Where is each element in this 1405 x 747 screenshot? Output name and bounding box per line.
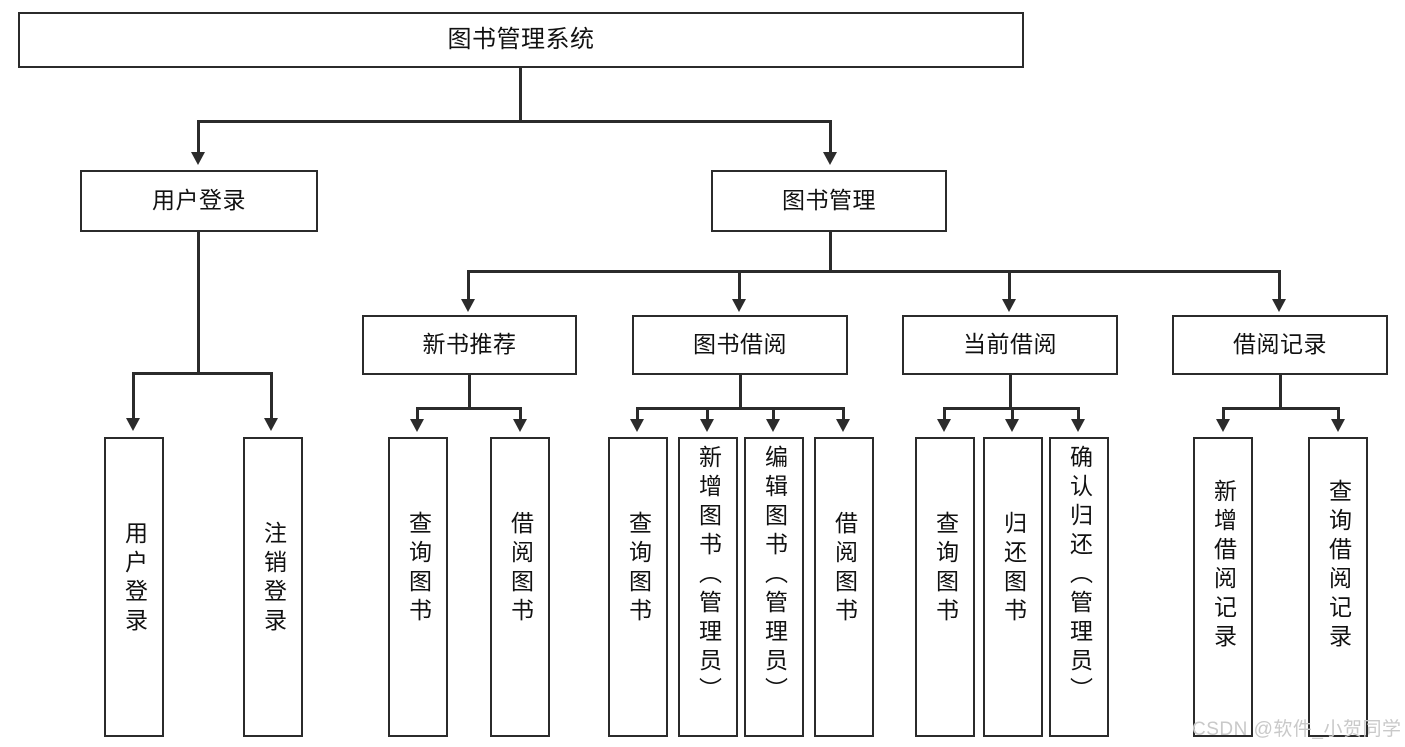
node-label: 注销登录 <box>260 521 287 637</box>
leaf-edit-book-admin[interactable]: 编辑图书（管理员） <box>744 437 804 737</box>
node-label: 查询图书 <box>932 511 959 627</box>
connector-root-stem <box>519 68 522 120</box>
connector-borrow-c1 <box>636 407 639 421</box>
node-label: 借阅记录 <box>1233 331 1327 358</box>
arrow-leaf-query-book-1 <box>410 419 424 432</box>
leaf-confirm-return-admin[interactable]: 确认归还（管理员） <box>1049 437 1109 737</box>
leaf-add-borrow-record[interactable]: 新增借阅记录 <box>1193 437 1253 737</box>
node-label: 查询图书 <box>625 511 652 627</box>
leaf-query-borrow-record[interactable]: 查询借阅记录 <box>1308 437 1368 737</box>
arrow-leaf-query-book-2 <box>630 419 644 432</box>
connector-record-c1 <box>1222 407 1225 421</box>
leaf-logout[interactable]: 注销登录 <box>243 437 303 737</box>
arrow-to-borrow <box>732 299 746 312</box>
connector-borrow-c3 <box>772 407 775 421</box>
arrow-to-current-borrow <box>1002 299 1016 312</box>
node-label: 用户登录 <box>152 187 246 214</box>
arrow-leaf-add-book <box>700 419 714 432</box>
node-label: 新增图书（管理员） <box>695 445 722 706</box>
leaf-query-book-1[interactable]: 查询图书 <box>388 437 448 737</box>
connector-user-login-c2 <box>270 372 273 420</box>
node-label: 新增借阅记录 <box>1210 479 1237 653</box>
connector-user-login-bus <box>132 372 270 375</box>
connector-current-c3 <box>1077 407 1080 421</box>
node-root-system[interactable]: 图书管理系统 <box>18 12 1024 68</box>
arrow-leaf-borrow-book-2 <box>836 419 850 432</box>
leaf-borrow-book-2[interactable]: 借阅图书 <box>814 437 874 737</box>
leaf-add-book-admin[interactable]: 新增图书（管理员） <box>678 437 738 737</box>
arrow-leaf-add-record <box>1216 419 1230 432</box>
node-label: 用户登录 <box>121 521 148 637</box>
connector-to-user-login <box>197 120 200 156</box>
connector-user-login-c1 <box>132 372 135 420</box>
connector-current-c2 <box>1011 407 1014 421</box>
arrow-leaf-query-record <box>1331 419 1345 432</box>
leaf-query-book-3[interactable]: 查询图书 <box>915 437 975 737</box>
connector-to-book-mgmt <box>829 120 832 156</box>
arrow-leaf-query-book-3 <box>937 419 951 432</box>
node-borrow-record[interactable]: 借阅记录 <box>1172 315 1388 375</box>
connector-new-books-c2 <box>519 407 522 421</box>
connector-book-mgmt-stem <box>829 232 832 270</box>
node-label: 查询借阅记录 <box>1325 479 1352 653</box>
arrow-leaf-logout <box>264 418 278 431</box>
connector-borrow-c2 <box>706 407 709 421</box>
node-label: 当前借阅 <box>963 331 1057 358</box>
node-label: 借阅图书 <box>507 511 534 627</box>
connector-to-borrow-record <box>1278 270 1281 302</box>
arrow-to-book-mgmt <box>823 152 837 165</box>
arrow-leaf-return-book <box>1005 419 1019 432</box>
connector-book-mgmt-bus <box>467 270 1280 273</box>
node-label: 图书管理系统 <box>447 25 595 53</box>
connector-borrow-bus <box>636 407 844 410</box>
connector-user-login-stem <box>197 232 200 372</box>
arrow-leaf-borrow-book-1 <box>513 419 527 432</box>
connector-new-books-bus <box>416 407 521 410</box>
leaf-borrow-book-1[interactable]: 借阅图书 <box>490 437 550 737</box>
leaf-return-book[interactable]: 归还图书 <box>983 437 1043 737</box>
connector-current-c1 <box>943 407 946 421</box>
leaf-query-book-2[interactable]: 查询图书 <box>608 437 668 737</box>
arrow-to-borrow-record <box>1272 299 1286 312</box>
node-label: 确认归还（管理员） <box>1066 445 1093 706</box>
connector-record-bus <box>1222 407 1339 410</box>
connector-record-c2 <box>1337 407 1340 421</box>
node-label: 归还图书 <box>1000 511 1027 627</box>
connector-borrow-stem <box>739 375 742 407</box>
node-label: 新书推荐 <box>422 331 517 358</box>
node-label: 图书借阅 <box>693 331 787 358</box>
leaf-user-login[interactable]: 用户登录 <box>104 437 164 737</box>
node-book-borrow[interactable]: 图书借阅 <box>632 315 848 375</box>
arrow-leaf-edit-book <box>766 419 780 432</box>
node-label: 查询图书 <box>405 511 432 627</box>
connector-to-borrow <box>738 270 741 302</box>
connector-new-books-stem <box>468 375 471 407</box>
connector-to-current-borrow <box>1008 270 1011 302</box>
node-user-login[interactable]: 用户登录 <box>80 170 318 232</box>
arrow-leaf-confirm-return <box>1071 419 1085 432</box>
connector-borrow-c4 <box>842 407 845 421</box>
connector-record-stem <box>1279 375 1282 407</box>
connector-current-stem <box>1009 375 1012 407</box>
arrow-to-user-login <box>191 152 205 165</box>
node-new-book-recommend[interactable]: 新书推荐 <box>362 315 577 375</box>
node-label: 编辑图书（管理员） <box>761 445 788 706</box>
connector-new-books-c1 <box>416 407 419 421</box>
arrow-leaf-user-login <box>126 418 140 431</box>
connector-to-new-books <box>467 270 470 302</box>
arrow-to-new-books <box>461 299 475 312</box>
connector-root-bus <box>197 120 831 123</box>
node-current-borrow[interactable]: 当前借阅 <box>902 315 1118 375</box>
node-book-management[interactable]: 图书管理 <box>711 170 947 232</box>
node-label: 借阅图书 <box>831 511 858 627</box>
node-label: 图书管理 <box>782 187 876 214</box>
